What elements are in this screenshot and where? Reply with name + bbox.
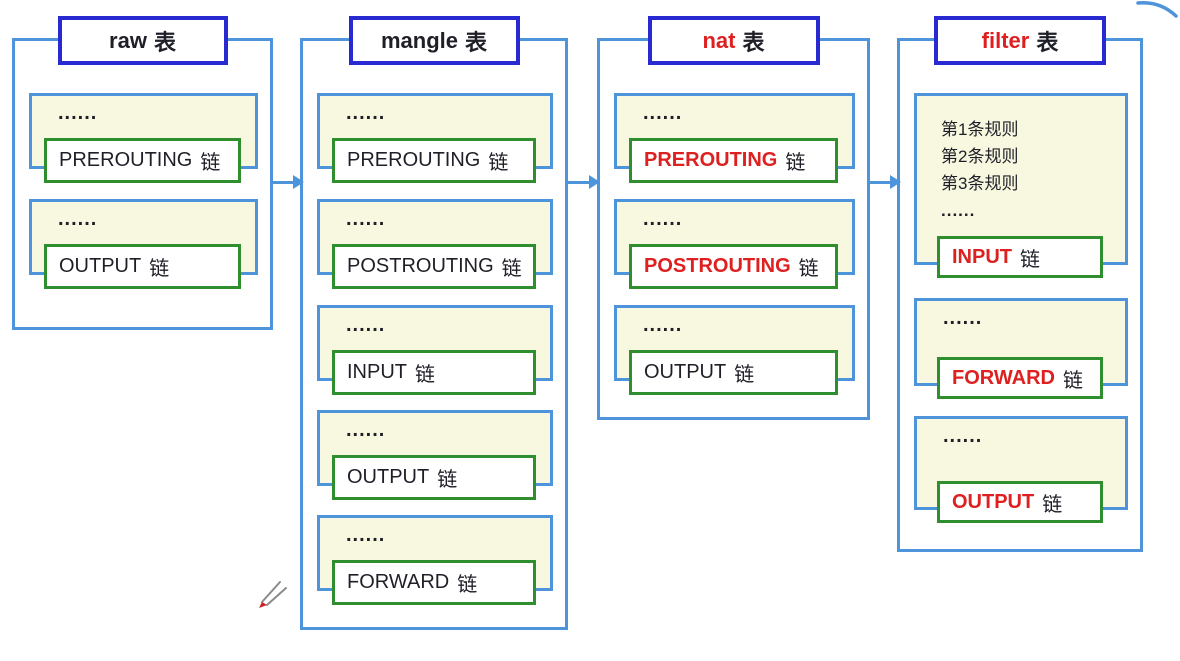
chain-box: OUTPUT 链 [937,481,1103,523]
table-mangle: mangle 表 ...... PREROUTING 链 ...... POSTRO… [300,16,568,630]
chain-box: OUTPUT 链 [629,350,838,395]
rule-line: 第1条规则 [941,120,1019,139]
chain-name: POSTROUTING [644,255,791,277]
module-filter-input: 第1条规则第2条规则第3条规则...... INPUT 链 [914,93,1128,278]
ellipsis-text: ...... [58,102,98,124]
chain-name: OUTPUT [59,255,142,277]
module-filter-output: ...... OUTPUT 链 [914,416,1128,523]
chain-suffix: 链 [501,258,522,280]
chain-box: POSTROUTING 链 [332,244,536,289]
chain-suffix: 链 [785,152,806,174]
ellipsis-text: ...... [643,314,683,336]
chain-suffix: 链 [1062,369,1083,392]
flow-arrow-icon [567,175,600,189]
rules-list: 第1条规则第2条规则第3条规则...... [941,116,1018,224]
chain-box: PREROUTING 链 [332,138,536,183]
chain-name: PREROUTING [347,149,481,171]
module-nat-output: ...... OUTPUT 链 [614,305,855,395]
ellipsis-text: ...... [346,524,386,546]
table-title-suffix: 表 [1036,29,1059,55]
chain-box: FORWARD 链 [332,560,536,605]
chain-suffix: 链 [1042,493,1063,516]
chain-name: INPUT [952,245,1012,268]
module-mangle-prerouting: ...... PREROUTING 链 [317,93,553,183]
chain-suffix: 链 [488,152,509,174]
ellipsis-text: ...... [643,102,683,124]
ellipsis-text: ...... [346,419,386,441]
chain-box: INPUT 链 [332,350,536,395]
table-title-mangle: mangle 表 [348,16,520,65]
flow-arrow-icon [272,175,304,189]
rule-line: ...... [941,201,976,220]
table-title-name: raw [109,27,147,53]
chain-suffix: 链 [734,364,755,386]
table-title-name: mangle [380,27,458,53]
ellipsis-text: ...... [346,208,386,230]
chain-name: OUTPUT [952,490,1035,513]
module-raw-prerouting: ...... PREROUTING 链 [29,93,258,183]
chain-suffix: 链 [1020,248,1040,271]
table-title-suffix: 表 [742,29,765,55]
chain-name: FORWARD [952,366,1055,389]
chain-box: INPUT 链 [937,236,1103,278]
chain-suffix: 链 [200,152,221,174]
flow-arrow-icon [869,175,901,189]
arc-stroke-icon [1136,1,1178,18]
chain-box: PREROUTING 链 [44,138,241,183]
chain-name: INPUT [347,361,407,383]
chain-box: OUTPUT 链 [44,244,241,289]
module-mangle-output: ...... OUTPUT 链 [317,410,553,500]
module-mangle-postrouting: ...... POSTROUTING 链 [317,199,553,289]
ellipsis-text: ...... [943,425,983,447]
chain-box: OUTPUT 链 [332,455,536,500]
chain-name: PREROUTING [644,149,778,171]
table-title-name: filter [981,27,1030,53]
chain-suffix: 链 [457,574,478,596]
table-title-suffix: 表 [465,29,488,55]
chain-name: POSTROUTING [347,255,494,277]
chain-suffix: 链 [798,258,819,280]
chain-suffix: 链 [437,469,458,491]
module-mangle-forward: ...... FORWARD 链 [317,515,553,605]
module-raw-output: ...... OUTPUT 链 [29,199,258,289]
chain-suffix: 链 [415,364,435,386]
rule-line: 第3条规则 [941,174,1019,193]
rule-line: 第2条规则 [941,147,1019,166]
table-title-suffix: 表 [153,29,176,55]
module-nat-prerouting: ...... PREROUTING 链 [614,93,855,183]
chain-name: PREROUTING [59,149,193,171]
pen-cursor-icon [259,581,287,608]
module-mangle-input: ...... INPUT 链 [317,305,553,395]
chain-box: FORWARD 链 [937,357,1103,399]
chain-name: OUTPUT [347,466,430,488]
ellipsis-text: ...... [943,307,983,329]
chain-box: PREROUTING 链 [629,138,838,183]
ellipsis-text: ...... [58,208,98,230]
module-nat-postrouting: ...... POSTROUTING 链 [614,199,855,289]
ellipsis-text: ...... [346,314,386,336]
module-filter-forward: ...... FORWARD 链 [914,298,1128,399]
chain-suffix: 链 [149,258,170,280]
chain-name: FORWARD [347,571,450,593]
ellipsis-text: ...... [346,102,386,124]
chain-box: POSTROUTING 链 [629,244,838,289]
ellipsis-text: ...... [643,208,683,230]
table-title-name: nat [702,27,736,53]
chain-name: OUTPUT [644,361,727,383]
